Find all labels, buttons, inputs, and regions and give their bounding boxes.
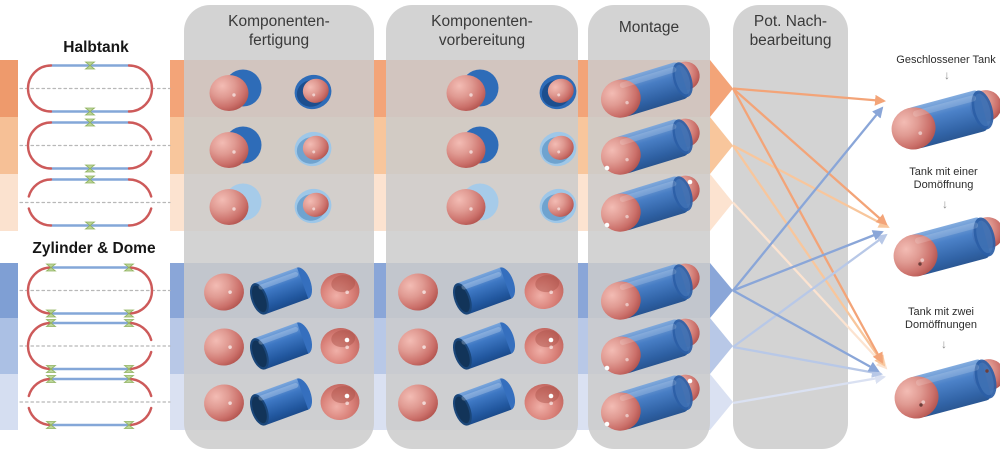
dome-opening-dot <box>919 403 923 407</box>
dome-opening-dot <box>918 262 922 266</box>
down-arrow-icon: ↓ <box>941 337 947 351</box>
swatch-halbtank-row2 <box>0 117 18 174</box>
output-label-line1: Tank mit zwei <box>907 306 975 318</box>
column-header-komponentenfertigung: Komponenten- fertigung <box>184 5 374 50</box>
column-komponentenfertigung: Komponenten- fertigung <box>184 5 374 449</box>
column-komponentenvorbereitung: Komponenten- vorbereitung <box>386 5 578 449</box>
column-header-line2: vorbereitung <box>438 32 526 49</box>
column-nachbearbeitung: Pot. Nach- bearbeitung <box>733 5 848 449</box>
dome-opening-dot <box>985 369 989 373</box>
column-header-line1: Komponenten- <box>228 13 330 30</box>
output-label-tank-eine-oeffnung: Tank mit einer Domöffnung <box>876 166 1000 192</box>
band-tip-zylinder-row3 <box>710 374 733 430</box>
output-label-line2: Domöffnungen <box>905 319 977 331</box>
zylinder-schematic-two-openings <box>19 375 171 429</box>
output-label-line1: Geschlossener Tank <box>896 54 996 66</box>
output-tank-closed <box>886 84 1000 155</box>
column-montage: Montage <box>588 5 710 449</box>
output-label-tank-zwei-oeffnungen: Tank mit zwei Domöffnungen <box>871 306 1000 332</box>
column-header-line1: Komponenten- <box>431 13 533 30</box>
halbtank-group-label: Halbtank <box>63 39 129 56</box>
swatch-halbtank-row3 <box>0 174 18 231</box>
halbtank-schematic-group <box>19 61 171 230</box>
halbtank-schematic-closed <box>19 61 171 116</box>
column-header-montage: Montage <box>588 5 710 37</box>
swatch-zylinder-row1 <box>0 263 18 318</box>
column-header-nachbearbeitung: Pot. Nach- bearbeitung <box>733 5 848 50</box>
swatch-zylinder-row3 <box>0 374 18 430</box>
band-tip-zylinder-row2 <box>710 318 733 374</box>
band-tip-zylinder-row1 <box>710 263 733 318</box>
column-header-line2: fertigung <box>248 32 310 49</box>
band-tip-halbtank-row1 <box>710 60 733 117</box>
output-label-line1: Tank mit einer <box>909 166 978 178</box>
halbtank-schematic-one-opening <box>19 118 171 173</box>
swatch-halbtank-row1 <box>0 60 18 117</box>
output-tank-one-opening <box>888 211 1000 282</box>
down-arrow-icon: ↓ <box>942 197 948 211</box>
down-arrow-icon: ↓ <box>944 68 950 82</box>
column-header-line1: Pot. Nach- <box>753 13 828 30</box>
band-tip-halbtank-row2 <box>710 117 733 174</box>
output-tank-two-openings <box>889 353 1000 424</box>
column-header-line1: Montage <box>618 19 680 36</box>
column-header-line2: bearbeitung <box>749 32 832 49</box>
band-tip-halbtank-row3 <box>710 174 733 231</box>
halbtank-schematic-two-openings <box>19 175 171 230</box>
column-header-komponentenvorbereitung: Komponenten- vorbereitung <box>386 5 578 50</box>
swatch-zylinder-row2 <box>0 318 18 374</box>
output-label-geschlossener-tank: Geschlossener Tank <box>874 54 1000 67</box>
zylinder-schematic-one-opening <box>19 319 171 373</box>
zylinder-schematic-closed <box>19 263 171 318</box>
zylinder-schematic-group <box>19 263 171 429</box>
zylinder-group-label: Zylinder & Dome <box>32 240 156 257</box>
output-label-line2: Domöffnung <box>913 179 974 191</box>
